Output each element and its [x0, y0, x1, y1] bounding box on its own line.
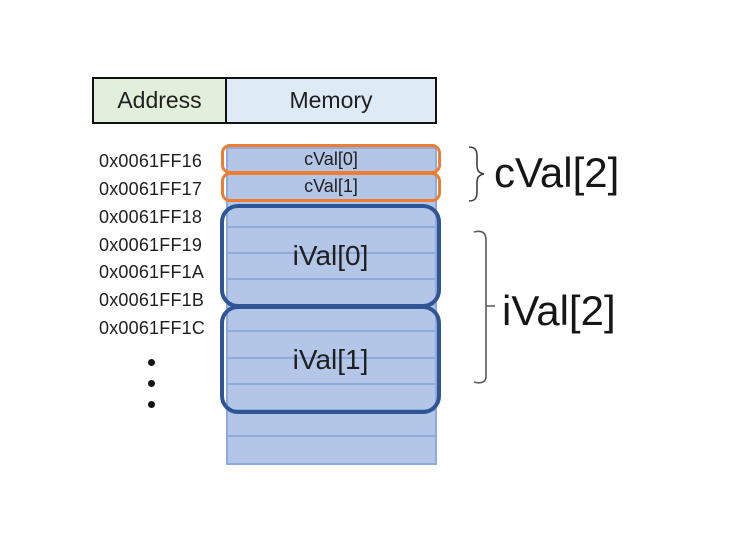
address-label: 0x0061FF19 — [99, 234, 203, 255]
memory-row — [228, 410, 435, 438]
ellipsis-dot — [148, 380, 155, 387]
address-label: 0x0061FF16 — [99, 151, 203, 171]
address-label: 0x0061FF1B — [99, 290, 205, 311]
ival0-cell: iVal[0] — [220, 204, 441, 308]
memory-row — [228, 437, 435, 464]
ellipsis-dot — [148, 359, 155, 366]
memory-row — [228, 253, 435, 280]
ival1-cell: iVal[1] — [220, 305, 441, 414]
cval-group-label: cVal[2] — [494, 149, 620, 196]
memory-row — [228, 306, 435, 333]
address-label: 0x0061FF1A — [99, 262, 205, 283]
ival-group-bracket-icon — [473, 230, 495, 384]
memory-row — [228, 384, 435, 411]
cval0-cell: cVal[0] — [221, 144, 441, 174]
cval1-cell: cVal[1] — [221, 171, 441, 202]
address-label: 0x0061FF1C — [99, 318, 206, 338]
cval-group-brace-icon — [468, 146, 485, 202]
memory-row — [228, 358, 435, 385]
memory-row — [228, 227, 435, 254]
memory-column — [226, 147, 437, 466]
address-column-header: Address — [94, 79, 227, 122]
ellipsis-dot — [148, 401, 155, 408]
memory-row — [228, 332, 435, 359]
address-label: 0x0061FF17 — [99, 178, 203, 199]
header-table: Address Memory — [92, 77, 437, 124]
ival-group-label: iVal[2] — [502, 287, 616, 334]
address-label: 0x0061FF18 — [99, 206, 203, 227]
memory-column-header: Memory — [227, 79, 435, 122]
